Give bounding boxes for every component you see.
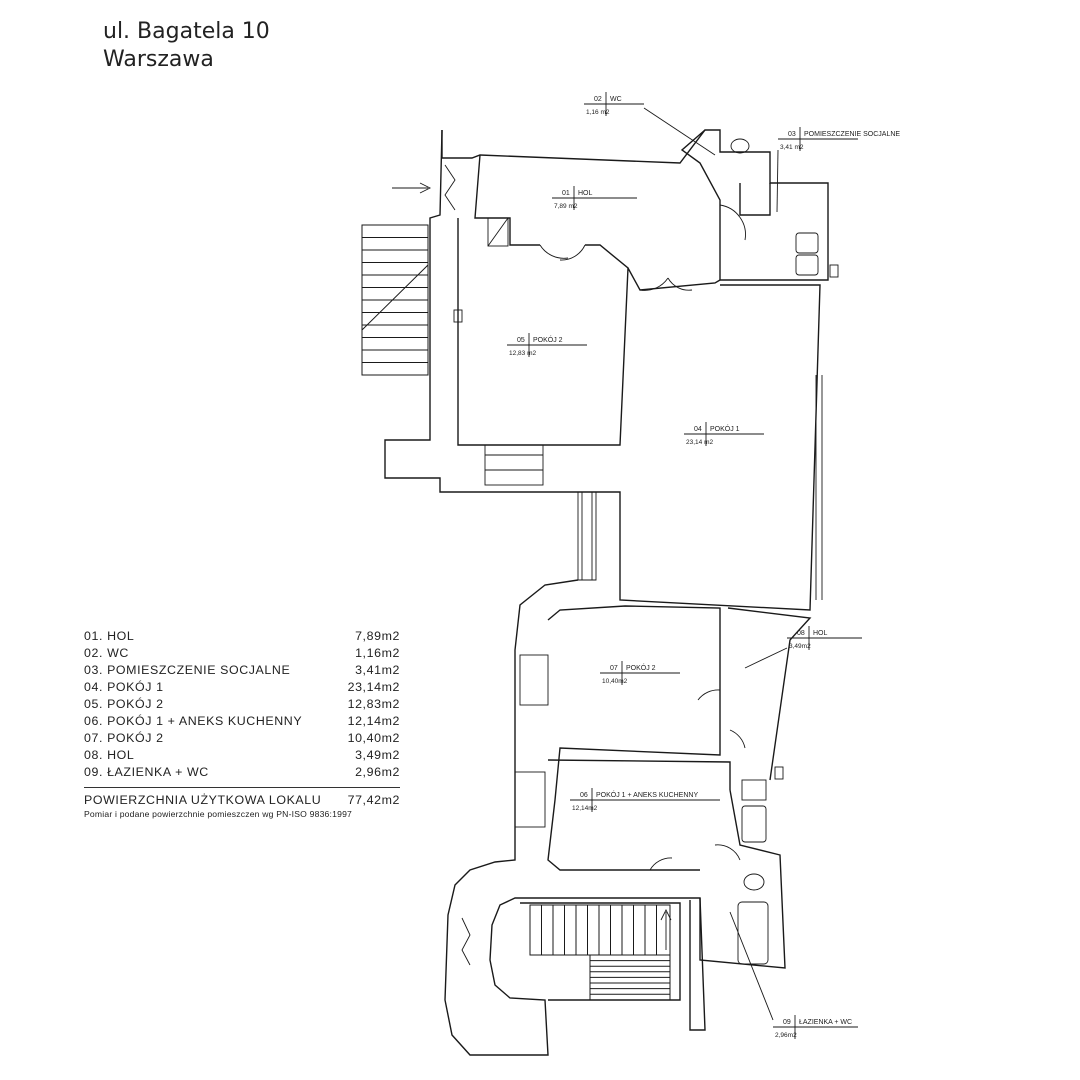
room-label-07: 07 POKÓJ 2 10,40m2: [600, 661, 680, 685]
legend-room-name: 08. HOL: [84, 748, 135, 762]
address-street: ul. Bagatela 10: [103, 19, 270, 44]
legend-room-name: 04. POKÓJ 1: [84, 680, 164, 694]
address-city: Warszawa: [103, 47, 214, 72]
room-name: HOL: [813, 630, 828, 637]
room-area: 12,83 m2: [509, 350, 536, 357]
room-area: 10,40m2: [602, 678, 628, 685]
legend-row: 04. POKÓJ 1 23,14m2: [84, 679, 400, 696]
legend-room-name: 01. HOL: [84, 629, 135, 643]
staircase-lower: [529, 904, 671, 1001]
room-label-05: 05 POKÓJ 2 12,83 m2: [507, 333, 587, 357]
legend-room-name: 02. WC: [84, 646, 129, 660]
legend-row: 05. POKÓJ 2 12,83m2: [84, 696, 400, 713]
legend-row: 06. POKÓJ 1 + ANEKS KUCHENNY 12,14m2: [84, 713, 400, 730]
entrance-arrows: [392, 182, 672, 950]
leader-line: [776, 149, 779, 213]
room-name: ŁAZIENKA + WC: [799, 1019, 852, 1026]
legend-row: 08. HOL 3,49m2: [84, 747, 400, 764]
room-name: HOL: [578, 190, 593, 197]
legend-row: 01. HOL 7,89m2: [84, 628, 400, 645]
legend-room-area: 2,96m2: [355, 765, 400, 779]
legend-room-area: 1,16m2: [355, 646, 400, 660]
legend-separator: [84, 787, 400, 788]
room-code: 04: [694, 426, 702, 433]
legend-room-area: 12,14m2: [347, 714, 400, 728]
legend-total-label: POWIERZCHNIA UŻYTKOWA LOKALU: [84, 793, 322, 807]
legend-room-name: 05. POKÓJ 2: [84, 697, 164, 711]
room-name: POKÓJ 1: [710, 424, 740, 433]
room-code: 05: [517, 337, 525, 344]
room-label-04: 04 POKÓJ 1 23,14 m2: [684, 422, 764, 446]
room-area: 2,96m2: [775, 1032, 797, 1039]
legend-room-name: 06. POKÓJ 1 + ANEKS KUCHENNY: [84, 714, 303, 728]
room-name: POKÓJ 1 + ANEKS KUCHENNY: [596, 790, 698, 799]
legend-note: Pomiar i podane powierzchnie pomieszczen…: [84, 809, 353, 819]
legend-row: 07. POKÓJ 2 10,40m2: [84, 730, 400, 747]
legend-total-value: 77,42m2: [347, 793, 400, 807]
leader-line: [729, 911, 774, 1021]
room-area: 3,49m2: [789, 643, 811, 650]
legend-row: 02. WC 1,16m2: [84, 645, 400, 662]
legend-row: 09. ŁAZIENKA + WC 2,96m2: [84, 764, 400, 781]
legend-room-name: 07. POKÓJ 2: [84, 731, 164, 745]
legend-room-name: 09. ŁAZIENKA + WC: [84, 765, 209, 779]
legend-room-area: 12,83m2: [347, 697, 400, 711]
legend-room-area: 3,49m2: [355, 748, 400, 762]
area-legend: 01. HOL 7,89m2 02. WC 1,16m2 03. POMIESZCZEN…: [84, 628, 400, 819]
legend-room-area: 7,89m2: [355, 629, 400, 643]
staircase-upper: [361, 224, 429, 376]
walls: [384, 129, 829, 1056]
room-name: POMIESZCZENIE SOCJALNE: [804, 131, 900, 138]
room-code: 09: [783, 1019, 791, 1026]
room-area: 7,89 m2: [554, 203, 578, 210]
room-code: 03: [788, 131, 796, 138]
room-code: 06: [580, 792, 588, 799]
leader-line: [744, 647, 788, 669]
legend-total: POWIERZCHNIA UŻYTKOWA LOKALU 77,42m2: [84, 793, 400, 807]
room-code: 01: [562, 190, 570, 197]
room-code: 02: [594, 96, 602, 103]
legend-room-name: 03. POMIESZCZENIE SOCJALNE: [84, 663, 291, 677]
legend-room-area: 3,41m2: [355, 663, 400, 677]
legend-room-area: 10,40m2: [347, 731, 400, 745]
room-name: POKÓJ 2: [626, 663, 656, 672]
doors: [444, 164, 746, 966]
legend-room-area: 23,14m2: [347, 680, 400, 694]
leader-line: [643, 107, 716, 156]
room-code: 07: [610, 665, 618, 672]
room-area: 1,16 m2: [586, 109, 610, 116]
room-code: 08: [797, 630, 805, 637]
room-label-09: 09 ŁAZIENKA + WC2,96m2: [773, 1015, 858, 1039]
room-label-02: 02 WC1,16 m2: [584, 92, 644, 116]
room-area: 23,14 m2: [686, 439, 713, 446]
legend-row: 03. POMIESZCZENIE SOCJALNE 3,41m2: [84, 662, 400, 679]
room-name: WC: [610, 96, 622, 103]
room-name: POKÓJ 2: [533, 335, 563, 344]
fixtures: [453, 138, 839, 965]
room-area: 3,41 m2: [780, 144, 804, 151]
room-label-06: 06 POKÓJ 1 + ANEKS KUCHENNY 12,14m2: [570, 788, 720, 812]
room-area: 12,14m2: [572, 805, 598, 812]
